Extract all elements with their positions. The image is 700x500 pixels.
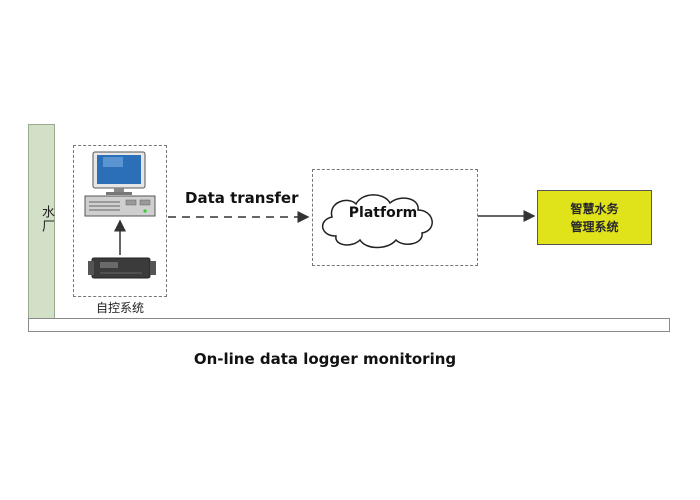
- monitor-icon: [92, 151, 146, 195]
- cloud-icon: [322, 194, 433, 249]
- water-plant-label: 水厂: [39, 205, 54, 233]
- data-logger-icon: [88, 257, 156, 279]
- diagram-caption: On-line data logger monitoring: [193, 350, 457, 368]
- water-plant-bar: 水厂: [28, 124, 55, 320]
- server-icon: [84, 195, 156, 217]
- smart-water-line2: 管理系统: [570, 219, 619, 234]
- smart-water-line1: 智慧水务: [570, 201, 619, 216]
- smart-water-box: 智慧水务 管理系统: [537, 190, 652, 245]
- data-transfer-label: Data transfer: [185, 189, 299, 207]
- auto-control-label: 自控系统: [95, 301, 144, 315]
- auto-control-box: [73, 145, 167, 297]
- ground-bar: [28, 318, 670, 332]
- platform-label: Platform: [348, 205, 418, 221]
- platform-box: [312, 169, 478, 266]
